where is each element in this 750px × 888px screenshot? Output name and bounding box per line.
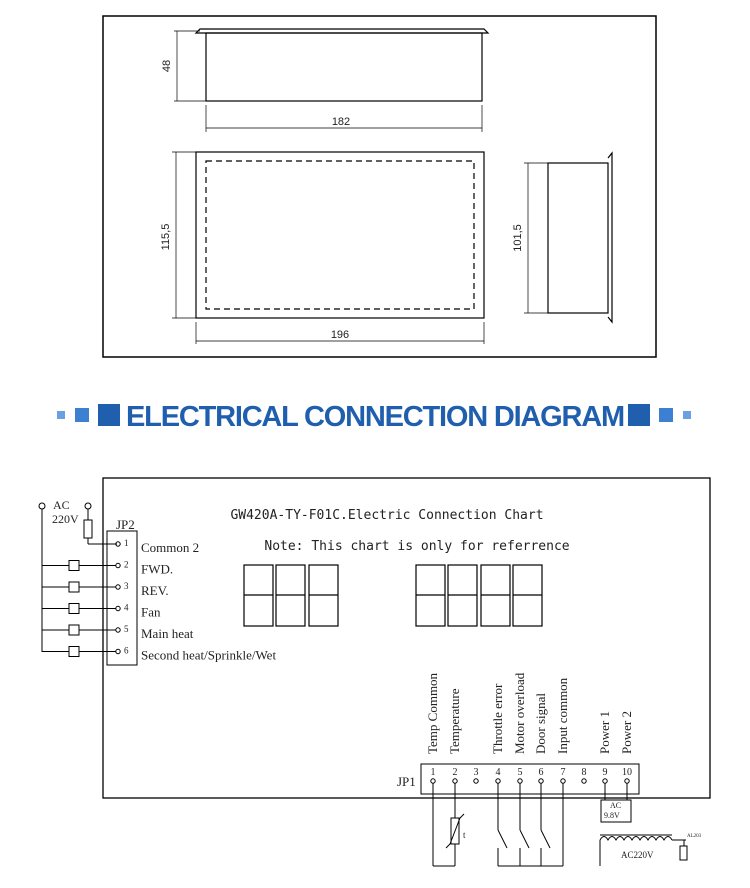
jp1-pin-label: Temperature — [447, 688, 462, 754]
dim-top-width: 182 — [332, 116, 350, 128]
side-view — [524, 151, 613, 324]
jp2-pin-label: Second heat/Sprinkle/Wet — [141, 648, 276, 663]
heading-square-mid-left — [75, 408, 89, 422]
ac-voltage: 220V — [52, 512, 79, 526]
jp2-pin-6: 6 Second heat/Sprinkle/Wet — [42, 646, 276, 663]
mains-label: AC220V — [621, 850, 654, 860]
jp1-pin-label: Power 1 — [597, 711, 612, 754]
jp2-pin-4: 4 Fan — [42, 603, 161, 620]
jp2-pin-label: REV. — [141, 583, 169, 598]
jp2-pin-2: 2 FWD. — [42, 560, 173, 577]
jp1-pin-number: 8 — [582, 767, 587, 778]
jp2-pin-number: 4 — [124, 603, 129, 613]
relay-contact — [68, 624, 80, 636]
chart-title: GW420A-TY-F01C.Electric Connection Chart — [230, 508, 543, 523]
wiring-diagram: GW420A-TY-F01C.Electric Connection Chart… — [38, 477, 711, 867]
front-view-body — [195, 151, 485, 319]
jp1-pin-label: Throttle error — [490, 683, 505, 754]
section-heading: ELECTRICAL CONNECTION DIAGRAM — [57, 401, 691, 433]
ac-label: AC — [53, 498, 70, 512]
jp2-pin-number: 2 — [124, 560, 129, 570]
relay-contact — [68, 603, 80, 614]
jp1-pin-5: 5 Motor overload — [512, 672, 527, 784]
relay-contact — [68, 560, 80, 571]
jp1-pin-label: Temp Common — [425, 672, 440, 754]
jp1-pin-3: 3 — [473, 767, 479, 784]
heading-square-small-right — [683, 411, 691, 419]
jp1-pin-number: 9 — [603, 767, 608, 778]
jp1-pin-8: 8 — [581, 767, 587, 784]
jp1-pin-number: 3 — [474, 767, 479, 778]
jp1-pin-9: 9 Power 1 — [597, 711, 612, 784]
jp1-pin-number: 4 — [496, 767, 501, 778]
jp1-pin-7: 7 Input common — [555, 677, 570, 784]
dim-top-height: 48 — [161, 60, 173, 72]
heading-square-small-left — [57, 411, 65, 419]
dimension-frame — [102, 15, 657, 358]
jp2-connector: JP2 AC 220V 1 Common 2 2 FWD. 3 REV. 4 Fan 5 Main… — [38, 498, 276, 666]
jp2-pin-number: 5 — [124, 624, 129, 634]
transformer-ac: AC — [610, 801, 621, 810]
thermistor — [432, 783, 465, 867]
jp2-pin-label: Main heat — [141, 626, 194, 641]
jp1-pin-label: Motor overload — [512, 672, 527, 754]
jp1-pin-1: 1 Temp Common — [425, 672, 440, 784]
jp1-label: JP1 — [397, 774, 416, 789]
jp1-pin-2: 2 Temperature — [447, 688, 462, 784]
dim-front-height: 115,5 — [160, 224, 172, 251]
heading-text: ELECTRICAL CONNECTION DIAGRAM — [126, 401, 624, 433]
display-left — [243, 564, 339, 627]
side-view-flange — [607, 151, 613, 324]
jp1-pin-number: 5 — [518, 767, 523, 778]
jp2-pin-3: 3 REV. — [42, 581, 169, 598]
relay-contact — [68, 581, 80, 593]
dimension-drawing: 48 182 115,5 196 101,5 — [102, 15, 657, 358]
jp2-pin-5: 5 Main heat — [42, 624, 194, 641]
front-view-cutout — [205, 160, 475, 310]
heading-square-large-right — [628, 404, 650, 426]
jp2-pin-number: 3 — [124, 581, 129, 591]
front-view — [172, 151, 485, 344]
jp1-pin-label: Input common — [555, 677, 570, 754]
jp2-pin-label: Fan — [141, 605, 161, 620]
fuse-label: AL203 — [687, 834, 702, 839]
jp1-pin-number: 10 — [622, 767, 632, 778]
jp1-pin-10: 10 Power 2 — [619, 711, 634, 784]
display-right — [415, 564, 543, 627]
jp1-pin-number: 7 — [561, 767, 566, 778]
controller-panel — [102, 477, 711, 799]
jp1-pin-4: 4 Throttle error — [490, 683, 505, 784]
jp1-pin-number: 6 — [539, 767, 544, 778]
jp2-label: JP2 — [116, 517, 135, 532]
jp1-pin-6: 6 Door signal — [533, 693, 548, 784]
jp1-pin-number: 1 — [431, 767, 436, 778]
jp1-pin-label: Door signal — [533, 693, 548, 754]
jp2-block — [106, 530, 138, 666]
relay-contact — [68, 646, 80, 657]
fuse — [83, 519, 93, 539]
transformer — [599, 783, 688, 866]
thermistor-label: t — [463, 830, 466, 840]
top-view-body — [205, 32, 483, 102]
dim-front-width: 196 — [331, 329, 349, 341]
jp2-pin-number: 6 — [124, 646, 129, 656]
heading-square-mid-right — [659, 408, 673, 422]
jp2-pin-label: Common 2 — [141, 540, 199, 555]
jp2-pin-number: 1 — [124, 538, 129, 548]
jp1-pin-label: Power 2 — [619, 711, 634, 754]
jp2-pin-1: 1 Common 2 — [115, 538, 199, 555]
side-view-body — [547, 162, 609, 314]
jp1-block — [420, 763, 640, 795]
heading-square-large-left — [98, 404, 120, 426]
transformer-voltage: 9.8V — [604, 811, 620, 820]
mains-fuse — [679, 845, 688, 861]
jp1-connector: JP1 1 Temp Common 2 Temperature 3 4 Throttle e… — [397, 672, 702, 867]
dim-side-height: 101,5 — [512, 224, 524, 252]
input-switches — [497, 783, 564, 867]
top-view — [174, 28, 490, 132]
chart-note: Note: This chart is only for referrence — [264, 539, 569, 554]
jp1-pin-number: 2 — [453, 767, 458, 778]
jp2-pin-label: FWD. — [141, 562, 173, 577]
